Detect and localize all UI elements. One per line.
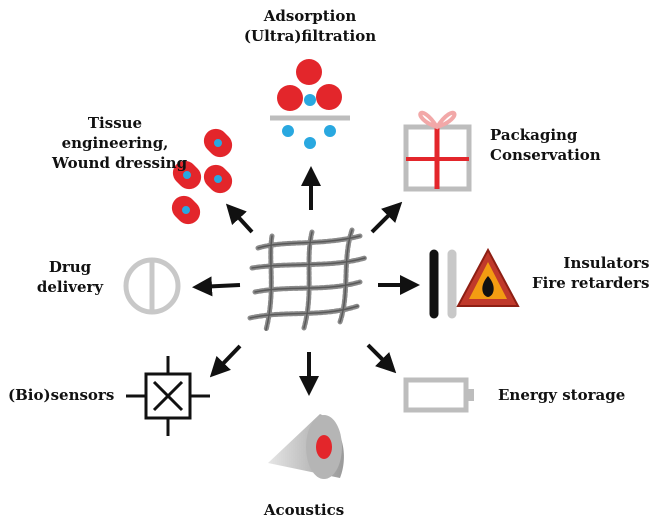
label-energy-storage: Energy storage xyxy=(498,386,626,404)
arrows xyxy=(192,166,420,396)
fire-warning-icon xyxy=(429,247,520,319)
arrow-down-right xyxy=(366,343,397,374)
arrow-up-right xyxy=(370,201,403,234)
label-biosensors: (Bio)sensors xyxy=(8,386,115,404)
pill-capsule-icon xyxy=(123,257,181,315)
sensor-icon xyxy=(126,356,210,436)
cone-speaker-icon xyxy=(268,414,344,479)
arrow-up-left xyxy=(225,203,254,234)
arrow-left xyxy=(192,276,241,297)
label-insulators: Insulators Fire retarders xyxy=(532,254,650,292)
gift-box-icon xyxy=(403,110,472,192)
adsorption-filter-icon xyxy=(270,59,350,149)
label-packaging: Packaging Conservation xyxy=(490,126,601,164)
label-tissue-engineering: Tissue engineering, Wound dressing xyxy=(52,114,188,172)
fiber-network-icon xyxy=(247,227,368,333)
arrow-down-left xyxy=(209,344,242,378)
battery-icon xyxy=(403,377,474,413)
label-adsorption: Adsorption (Ultra)filtration xyxy=(243,7,377,45)
label-acoustics: Acoustics xyxy=(263,501,345,519)
label-drug-delivery: Drug delivery xyxy=(36,258,104,296)
cells-icon xyxy=(171,128,233,225)
